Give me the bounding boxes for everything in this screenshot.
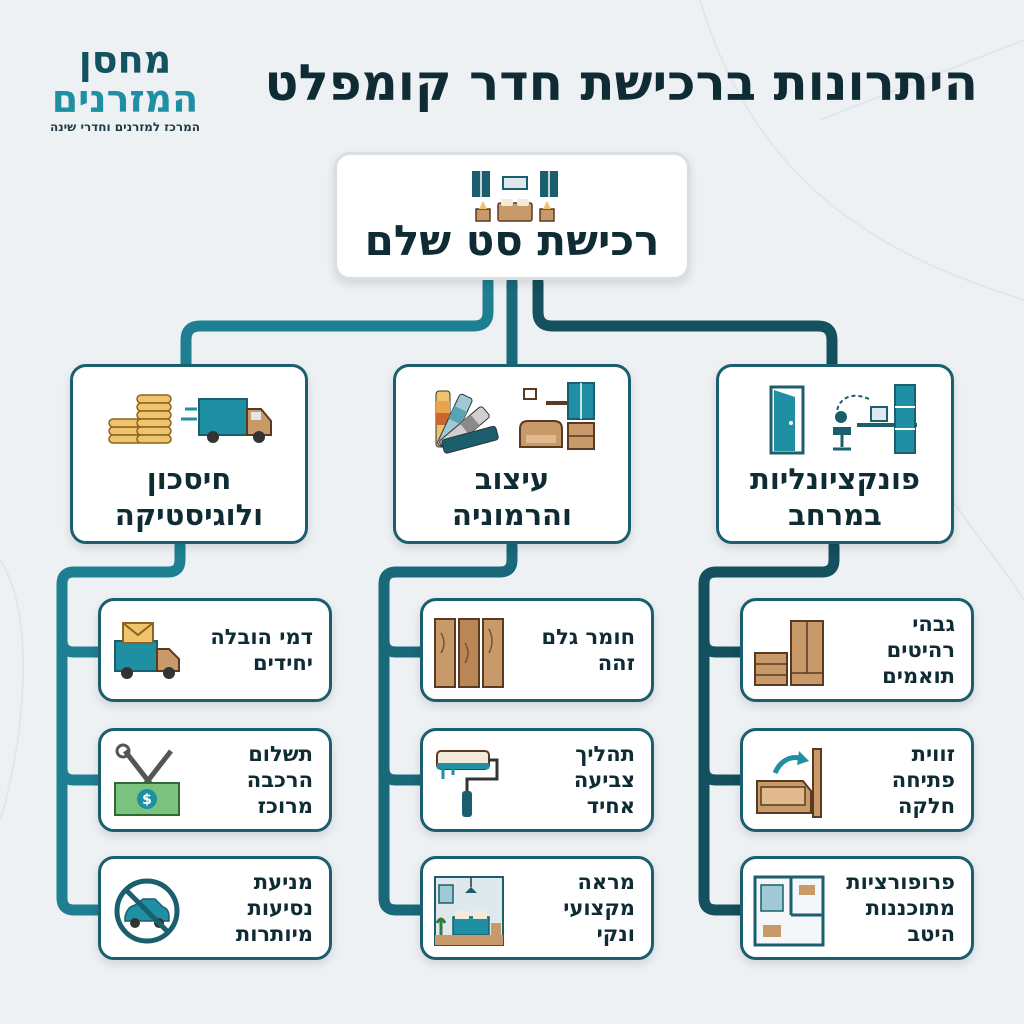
leaf-label: מניעת נסיעות מיותרות xyxy=(235,870,313,946)
door-and-workspace-icon xyxy=(769,384,917,455)
leaf-identical-material: חומר גלם זהה xyxy=(420,598,654,702)
category-label: חיסכון ולוגיסטיקה xyxy=(114,462,264,532)
leaf-single-delivery: דמי הובלה יחידים xyxy=(98,598,332,702)
color-swatch-furniture-icon xyxy=(435,382,595,454)
leaf-label: מראה מקצועי ונקי xyxy=(563,870,635,946)
connector-right-spine xyxy=(698,540,840,916)
coins-and-truck-icon xyxy=(108,394,272,444)
leaf-no-extra-trips: מניעת נסיעות מיותרות xyxy=(98,856,332,960)
leaf-matching-heights: גבהי רהיטים תואמים xyxy=(740,598,974,702)
bedroom-scene-icon xyxy=(434,876,504,946)
category-savings: חיסכון ולוגיסטיקה xyxy=(70,364,308,544)
connector-left-spine xyxy=(56,540,186,916)
leaf-smooth-opening: זווית פתיחה חלקה xyxy=(740,728,974,832)
floor-plan-icon xyxy=(753,875,825,947)
connector-root-left xyxy=(180,276,494,370)
root-label: רכישת סט שלם xyxy=(364,216,660,265)
category-design: עיצוב והרמוניה xyxy=(393,364,631,544)
leaf-label: פרופורציות מתוכננות היטב xyxy=(846,870,955,946)
leaf-planned-proportions: פרופורציות מתוכננות היטב xyxy=(740,856,974,960)
paint-roller-icon xyxy=(436,750,499,817)
leaf-label: זווית פתיחה חלקה xyxy=(891,742,955,818)
category-label: עיצוב והרמוניה xyxy=(452,462,572,532)
category-functionality: פונקציונליות במרחב xyxy=(716,364,954,544)
leaf-uniform-painting: תהליך צביעה אחיד xyxy=(420,728,654,832)
delivery-truck-icon xyxy=(114,622,180,679)
page-title: היתרונות ברכישת חדר קומפלט xyxy=(264,54,978,112)
root-node: רכישת סט שלם xyxy=(334,152,690,280)
bedroom-set-icon xyxy=(472,171,558,222)
no-car-icon xyxy=(114,878,180,944)
logo-line-1: מחסן xyxy=(78,38,172,82)
svg-text:$: $ xyxy=(142,792,152,808)
leaf-label: חומר גלם זהה xyxy=(541,625,636,675)
logo-tagline: המרכז למזרנים וחדרי שינה xyxy=(49,120,201,134)
leaf-label: דמי הובלה יחידים xyxy=(210,625,313,675)
drawer-opening-icon xyxy=(756,748,822,818)
wood-planks-icon xyxy=(434,618,504,688)
leaf-label: תהליך צביעה אחיד xyxy=(573,742,635,818)
brand-logo: מחסן המזרנים המרכז למזרנים וחדרי שינה xyxy=(30,40,220,134)
connector-root-right xyxy=(532,276,838,370)
leaf-label: גבהי רהיטים תואמים xyxy=(882,612,955,688)
category-label: פונקציונליות במרחב xyxy=(750,462,920,532)
tools-and-money-icon: $ xyxy=(114,743,180,816)
leaf-professional-look: מראה מקצועי ונקי xyxy=(420,856,654,960)
leaf-label: תשלום הרכבה מרוכז xyxy=(246,742,313,818)
dresser-wardrobe-icon xyxy=(754,620,824,686)
connector-center-spine xyxy=(378,540,518,916)
logo-line-2: המזרנים xyxy=(51,77,199,121)
leaf-combined-assembly: $ תשלום הרכבה מרוכז xyxy=(98,728,332,832)
